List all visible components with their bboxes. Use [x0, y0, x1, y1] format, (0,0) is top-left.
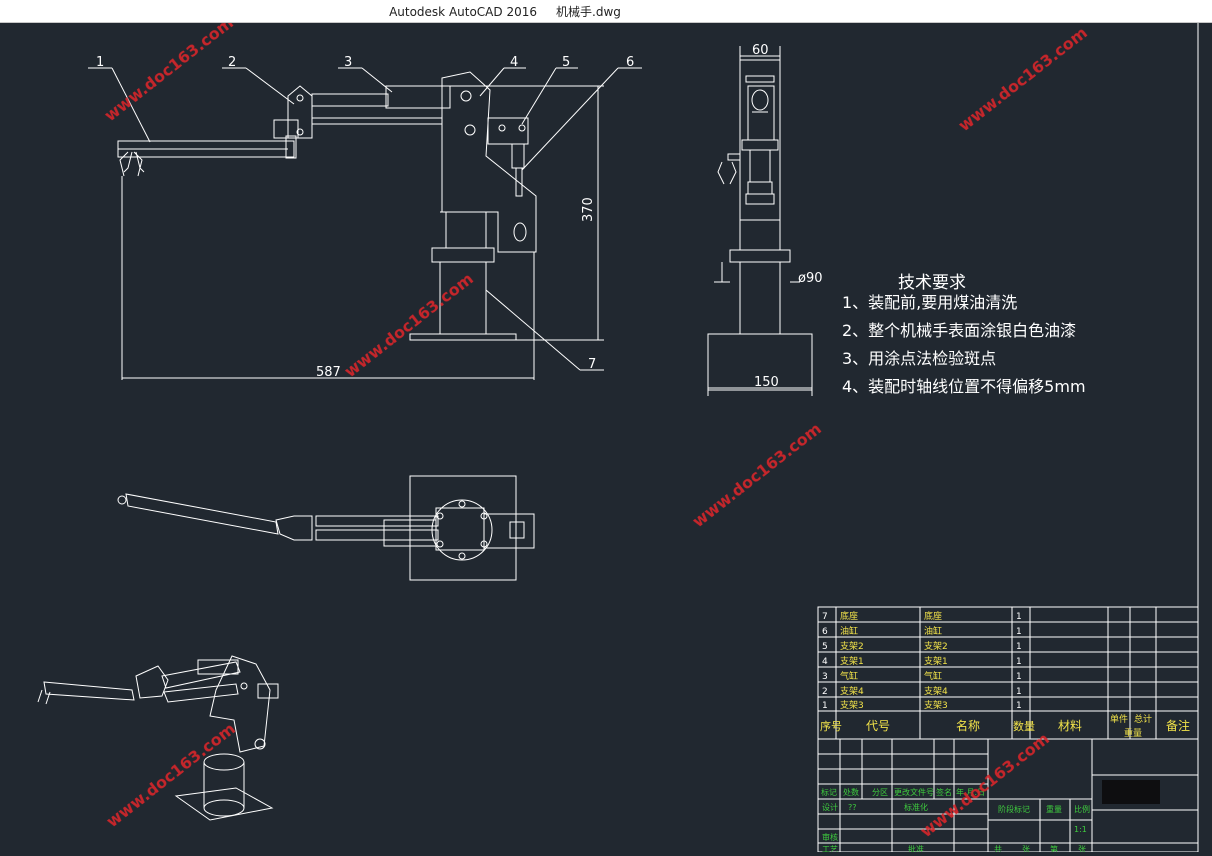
svg-text:4: 4: [822, 657, 828, 667]
svg-text:名称: 名称: [956, 718, 980, 733]
svg-text:更改文件号: 更改文件号: [894, 787, 934, 797]
callout-5: 5: [562, 55, 570, 70]
drawing-canvas[interactable]: 1 2 3 4 5 6 7 587 370 60 ø90 150 7 底座 底座 1 …: [0, 13, 1212, 854]
svg-text:分区: 分区: [872, 788, 888, 797]
svg-text:审核: 审核: [822, 832, 838, 842]
svg-text:张: 张: [1022, 845, 1030, 852]
tech-requirement-4: 4、装配时轴线位置不得偏移5mm: [842, 377, 1086, 396]
svg-text:标记: 标记: [821, 787, 837, 797]
tech-requirement-1: 1、装配前,要用煤油清洗: [842, 293, 1018, 312]
svg-text:支架2: 支架2: [924, 640, 948, 652]
svg-text:数量: 数量: [1013, 720, 1035, 733]
svg-text:1: 1: [822, 701, 828, 711]
svg-text:序号: 序号: [820, 719, 842, 733]
svg-text:重量: 重量: [1124, 727, 1142, 739]
svg-text:代号: 代号: [866, 719, 890, 733]
svg-text:www.doc163.com: www.doc163.com: [689, 419, 825, 531]
front-view: [88, 67, 642, 380]
svg-text:5: 5: [822, 642, 828, 652]
callout-4: 4: [510, 55, 518, 70]
dim-base-width: 150: [754, 375, 779, 390]
svg-text:支架3: 支架3: [840, 699, 864, 711]
svg-text:1: 1: [1016, 627, 1022, 637]
svg-text:1:1: 1:1: [1074, 825, 1087, 834]
svg-text:标准化: 标准化: [904, 802, 928, 812]
svg-text:1: 1: [1016, 612, 1022, 622]
svg-text:重量: 重量: [1046, 804, 1062, 814]
callout-3: 3: [344, 55, 352, 70]
svg-text:油缸: 油缸: [924, 625, 942, 637]
svg-text:1: 1: [1016, 642, 1022, 652]
bom-text: 7 底座 底座 1 6 油缸 油缸 1 5 支架2 支架2 1 4 支架1 支架1 1 3 气缸 气缸 1 2…: [820, 610, 1190, 739]
svg-text:气缸: 气缸: [924, 670, 942, 682]
window-title: Autodesk AutoCAD 2016 机械手.dwg: [389, 5, 621, 19]
svg-text:底座: 底座: [924, 610, 942, 622]
svg-text:支架1: 支架1: [924, 655, 948, 667]
dim-total-length: 587: [316, 365, 341, 380]
svg-text:签名: 签名: [936, 787, 952, 797]
dimension-labels: 587 370 60 ø90 150: [316, 43, 823, 390]
svg-text:支架3: 支架3: [924, 699, 948, 711]
svg-text:1: 1: [1016, 672, 1022, 682]
svg-text:www.doc163.com: www.doc163.com: [955, 23, 1091, 135]
cad-drawing[interactable]: 1 2 3 4 5 6 7 587 370 60 ø90 150 7 底座 底座 1 …: [0, 13, 1212, 854]
svg-text:设计: 设计: [822, 802, 838, 812]
svg-text:油缸: 油缸: [840, 625, 858, 637]
svg-text:比例: 比例: [1074, 804, 1090, 814]
svg-text:张: 张: [1078, 845, 1086, 852]
svg-text:阶段标记: 阶段标记: [998, 804, 1030, 814]
svg-text:底座: 底座: [840, 610, 858, 622]
callout-2: 2: [228, 55, 236, 70]
dim-top-width: 60: [752, 43, 769, 58]
svg-text:1: 1: [1016, 687, 1022, 697]
svg-text:2: 2: [822, 687, 828, 697]
callout-6: 6: [626, 55, 634, 70]
side-view: [707, 46, 813, 396]
svg-text:工艺: 工艺: [822, 845, 838, 852]
svg-text:www.doc163.com: www.doc163.com: [103, 719, 239, 831]
dim-diameter: ø90: [798, 271, 823, 286]
svg-text:年.月.日: 年.月.日: [956, 787, 985, 797]
dim-height: 370: [581, 197, 596, 222]
svg-text:第: 第: [1050, 844, 1058, 852]
svg-text:气缸: 气缸: [840, 670, 858, 682]
tech-requirements-title: 技术要求: [898, 273, 966, 293]
svg-text:www.doc163.com: www.doc163.com: [101, 23, 237, 125]
svg-text:7: 7: [822, 612, 828, 622]
svg-text:支架1: 支架1: [840, 655, 864, 667]
svg-text:www.doc163.com: www.doc163.com: [341, 269, 477, 381]
svg-text:备注: 备注: [1166, 718, 1190, 733]
svg-text:www.doc163.com: www.doc163.com: [917, 729, 1053, 841]
title-block-text: 标记 处数 分区 更改文件号 签名 年.月.日 设计 ?? 标准化 阶段标记 重…: [821, 787, 1090, 854]
title-block-logo-area: [1102, 780, 1160, 804]
callout-1: 1: [96, 55, 104, 70]
tech-requirement-2: 2、整个机械手表面涂银白色油漆: [842, 321, 1077, 340]
svg-text:支架4: 支架4: [840, 685, 864, 697]
isometric-view: [37, 655, 279, 821]
svg-text:1: 1: [1016, 657, 1022, 667]
top-view: [117, 475, 535, 581]
svg-text:单件: 单件: [1110, 713, 1128, 725]
part-callouts: 1 2 3 4 5 6 7: [96, 55, 634, 372]
svg-text:支架4: 支架4: [924, 685, 948, 697]
svg-text:批准: 批准: [908, 844, 924, 852]
svg-text:支架2: 支架2: [840, 640, 864, 652]
tech-requirement-3: 3、用涂点法检验斑点: [842, 349, 997, 368]
svg-text:总计: 总计: [1134, 713, 1152, 725]
svg-text:??: ??: [848, 803, 857, 812]
window-titlebar: Autodesk AutoCAD 2016 机械手.dwg: [0, 0, 1212, 23]
watermarks: www.doc163.com www.doc163.com www.doc163…: [101, 13, 1091, 841]
svg-text:1: 1: [1016, 701, 1022, 711]
svg-text:3: 3: [822, 672, 828, 682]
callout-7: 7: [588, 357, 596, 372]
svg-text:处数: 处数: [843, 787, 859, 797]
svg-text:材料: 材料: [1058, 719, 1082, 733]
svg-text:6: 6: [822, 627, 828, 637]
svg-text:共: 共: [994, 845, 1002, 852]
